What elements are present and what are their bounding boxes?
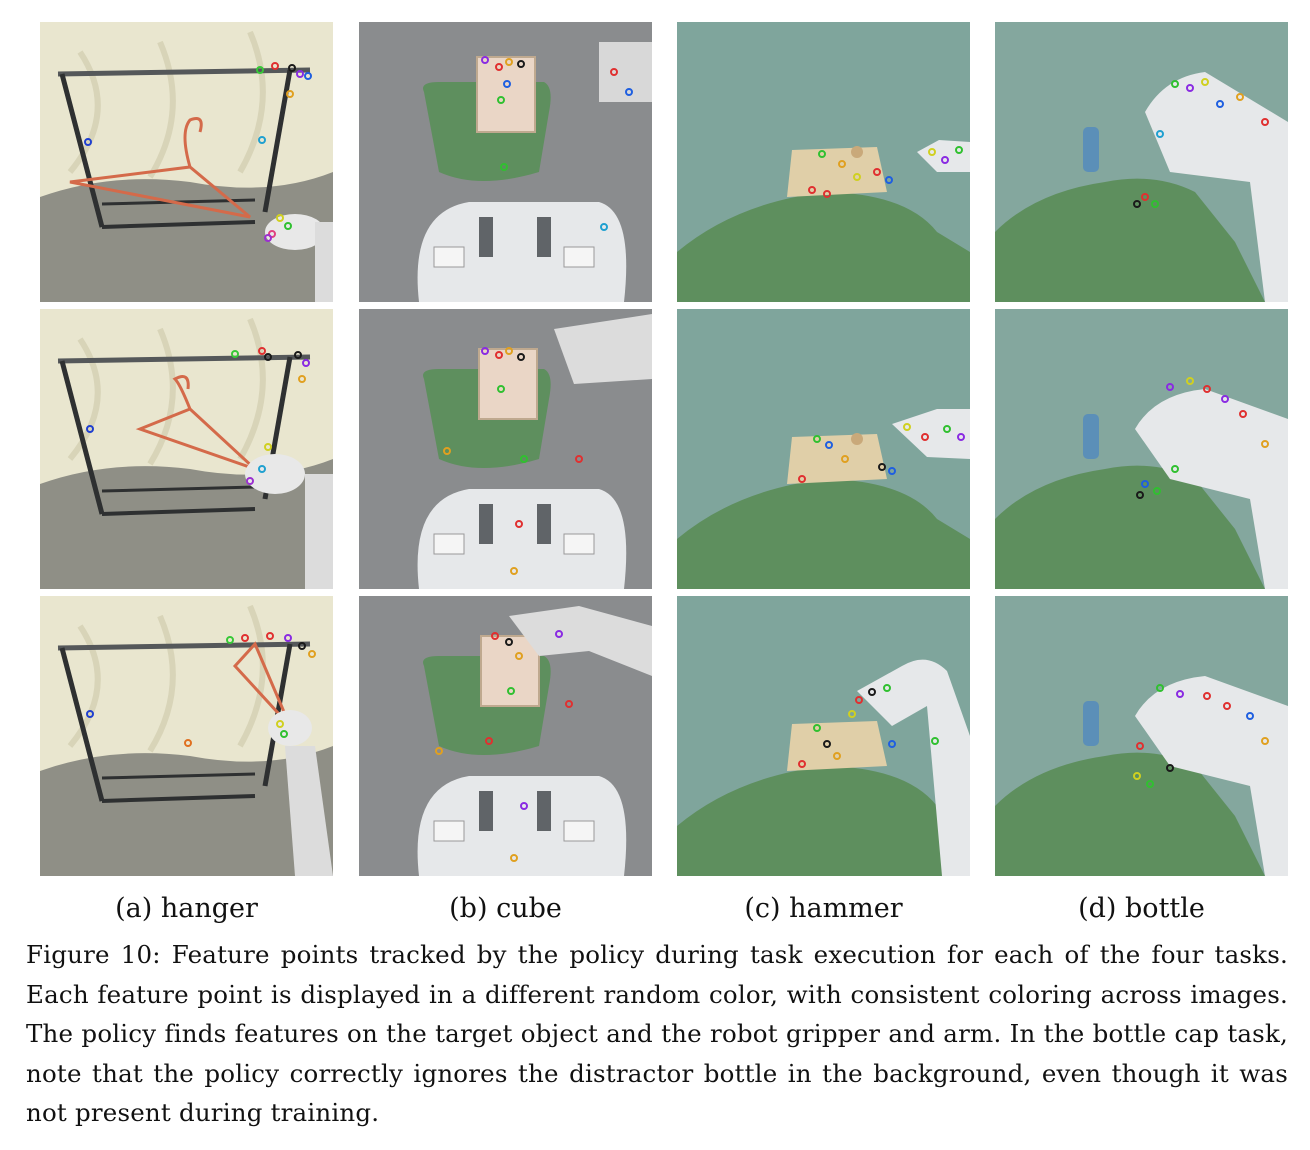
hanger-frame-3	[40, 596, 333, 876]
hanger-frame-2	[40, 309, 333, 589]
hammer-frame-2	[677, 309, 970, 589]
hammer-frame-3	[677, 596, 970, 876]
bottle-frame-2	[995, 309, 1288, 589]
cube-frame-2	[359, 309, 652, 589]
cube-frame-1	[359, 22, 652, 302]
subfigure-label-hammer: (c) hammer	[744, 893, 903, 924]
bottle-frame-1	[995, 22, 1288, 302]
cube-frame-3	[359, 596, 652, 876]
subfigure-label-bottle: (d) bottle	[1078, 893, 1205, 924]
figure-grid	[40, 22, 1288, 888]
bottle-frame-3	[995, 596, 1288, 876]
hanger-frame-1	[40, 22, 333, 302]
figure-caption: Figure 10: Feature points tracked by the…	[26, 940, 1288, 1127]
subfigure-label-hanger: (a) hanger	[115, 893, 258, 924]
hammer-frame-1	[677, 22, 970, 302]
subfigure-label-cube: (b) cube	[449, 893, 562, 924]
